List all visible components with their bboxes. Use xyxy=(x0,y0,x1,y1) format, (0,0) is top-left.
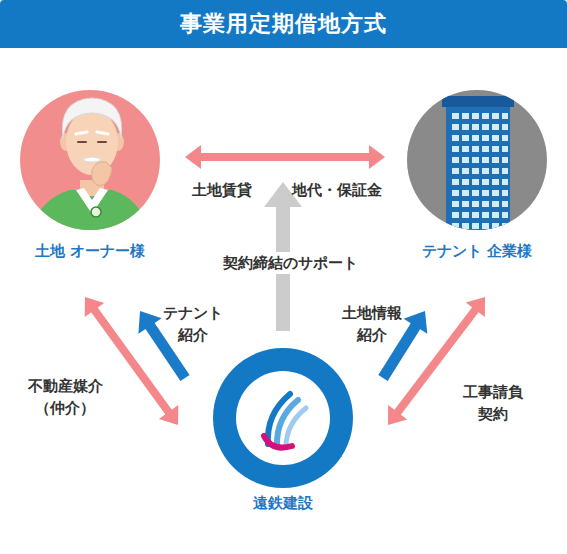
arrow-shaft xyxy=(93,309,169,414)
title-band: 事業用定期借地方式 xyxy=(0,0,567,48)
logo-disc xyxy=(236,371,330,465)
owner-shirt xyxy=(28,190,152,240)
support-arrow-head xyxy=(264,182,302,207)
owner-ear xyxy=(112,133,124,151)
owner-mustache xyxy=(82,157,102,162)
arrow-head xyxy=(466,297,485,317)
node-label: テナント 企業様 xyxy=(407,240,547,262)
title-text: 事業用定期借地方式 xyxy=(180,9,387,39)
arrow-head xyxy=(138,311,161,334)
circle-node: 遠鉄建設 xyxy=(213,348,353,514)
edge-label: 土地情報 紹介 xyxy=(332,302,412,346)
edge-arrow xyxy=(383,311,427,378)
owner-face xyxy=(66,109,118,175)
edge-label: 不動産媒介（仲介） xyxy=(25,375,105,419)
company-logo xyxy=(236,371,330,465)
arrow-head xyxy=(388,405,407,425)
circle-node: テナント 企業様 xyxy=(407,90,547,262)
owner-badge xyxy=(91,207,101,217)
support-arrow-shaft xyxy=(276,205,290,331)
edge-arrow xyxy=(388,297,485,425)
edge-arrow xyxy=(185,145,385,169)
circle-outline xyxy=(20,90,160,230)
logo-stroke xyxy=(264,436,292,448)
owner-neck xyxy=(80,180,104,196)
edge-arrow xyxy=(85,297,179,425)
arrow-head xyxy=(369,145,385,169)
circle-shape xyxy=(213,348,353,488)
circle-outline xyxy=(213,348,353,488)
building-body xyxy=(446,104,510,244)
owner-collar xyxy=(76,188,108,214)
owner-hand xyxy=(92,162,112,186)
logo-stroke xyxy=(286,408,306,447)
owner-ear xyxy=(60,133,72,151)
arrow-head xyxy=(404,311,428,334)
node-label: 土地 オーナー様 xyxy=(20,240,160,262)
arrow-head xyxy=(159,405,178,425)
arrow-head xyxy=(185,145,201,169)
arrow-head xyxy=(85,297,104,317)
edge-arrow xyxy=(138,311,185,378)
logo-stroke xyxy=(268,394,290,444)
edge-label: 工事請負 契約 xyxy=(453,381,533,425)
building-roof xyxy=(442,96,514,107)
note-label: 契約締結のサポート xyxy=(219,252,362,274)
circle-shape xyxy=(407,90,547,230)
arrow-shaft xyxy=(199,153,370,161)
edge-label: 土地賃貸 xyxy=(182,179,262,201)
support-arrow xyxy=(264,182,302,331)
note-label: 地代・保証金 xyxy=(278,179,396,201)
arrow-shaft xyxy=(383,325,416,378)
owner-illustration xyxy=(28,98,152,240)
circle-outline xyxy=(407,90,547,230)
owner-eyes xyxy=(78,141,106,143)
circle-node: 土地 オーナー様 xyxy=(20,90,160,262)
circle-shape xyxy=(20,90,160,230)
building-windows xyxy=(452,113,508,243)
node-label: 遠鉄建設 xyxy=(213,492,353,514)
arrow-shaft xyxy=(149,324,185,378)
owner-hair xyxy=(62,98,121,138)
building-illustration xyxy=(442,96,514,244)
arrow-shaft xyxy=(397,308,477,413)
owner-brows xyxy=(76,132,108,134)
logo-stroke xyxy=(277,400,298,446)
